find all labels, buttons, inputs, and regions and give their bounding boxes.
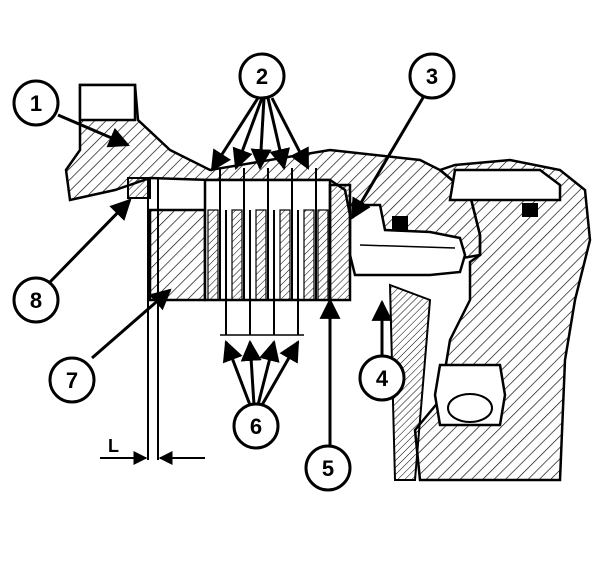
- clutch-plates: [203, 168, 332, 336]
- svg-text:2: 2: [256, 64, 268, 89]
- svg-text:3: 3: [426, 64, 438, 89]
- svg-text:7: 7: [66, 368, 78, 393]
- svg-text:4: 4: [376, 366, 389, 391]
- callout-1: 1: [12, 79, 60, 127]
- callout-7: 7: [48, 356, 96, 404]
- dimension-label: L: [108, 436, 119, 456]
- callout-6: 6: [232, 402, 280, 450]
- seal-ring-inner: [392, 216, 408, 230]
- svg-text:5: 5: [322, 456, 334, 481]
- right-casting: [413, 158, 592, 482]
- piston: [348, 203, 467, 277]
- svg-text:6: 6: [250, 414, 262, 439]
- callout-4: 4: [358, 354, 406, 402]
- callout-3: 3: [408, 52, 456, 100]
- snap-ring: [127, 177, 151, 199]
- backing-plate: [328, 183, 352, 302]
- leader-lines: [48, 95, 426, 445]
- pressure-plate: [148, 208, 207, 302]
- callout-8: 8: [12, 276, 60, 324]
- seal-ring-outer: [522, 203, 538, 217]
- svg-text:8: 8: [30, 288, 42, 313]
- callout-5: 5: [304, 444, 352, 492]
- callout-2: 2: [238, 52, 286, 100]
- svg-text:1: 1: [30, 91, 42, 116]
- hub-sleeve: [388, 283, 432, 481]
